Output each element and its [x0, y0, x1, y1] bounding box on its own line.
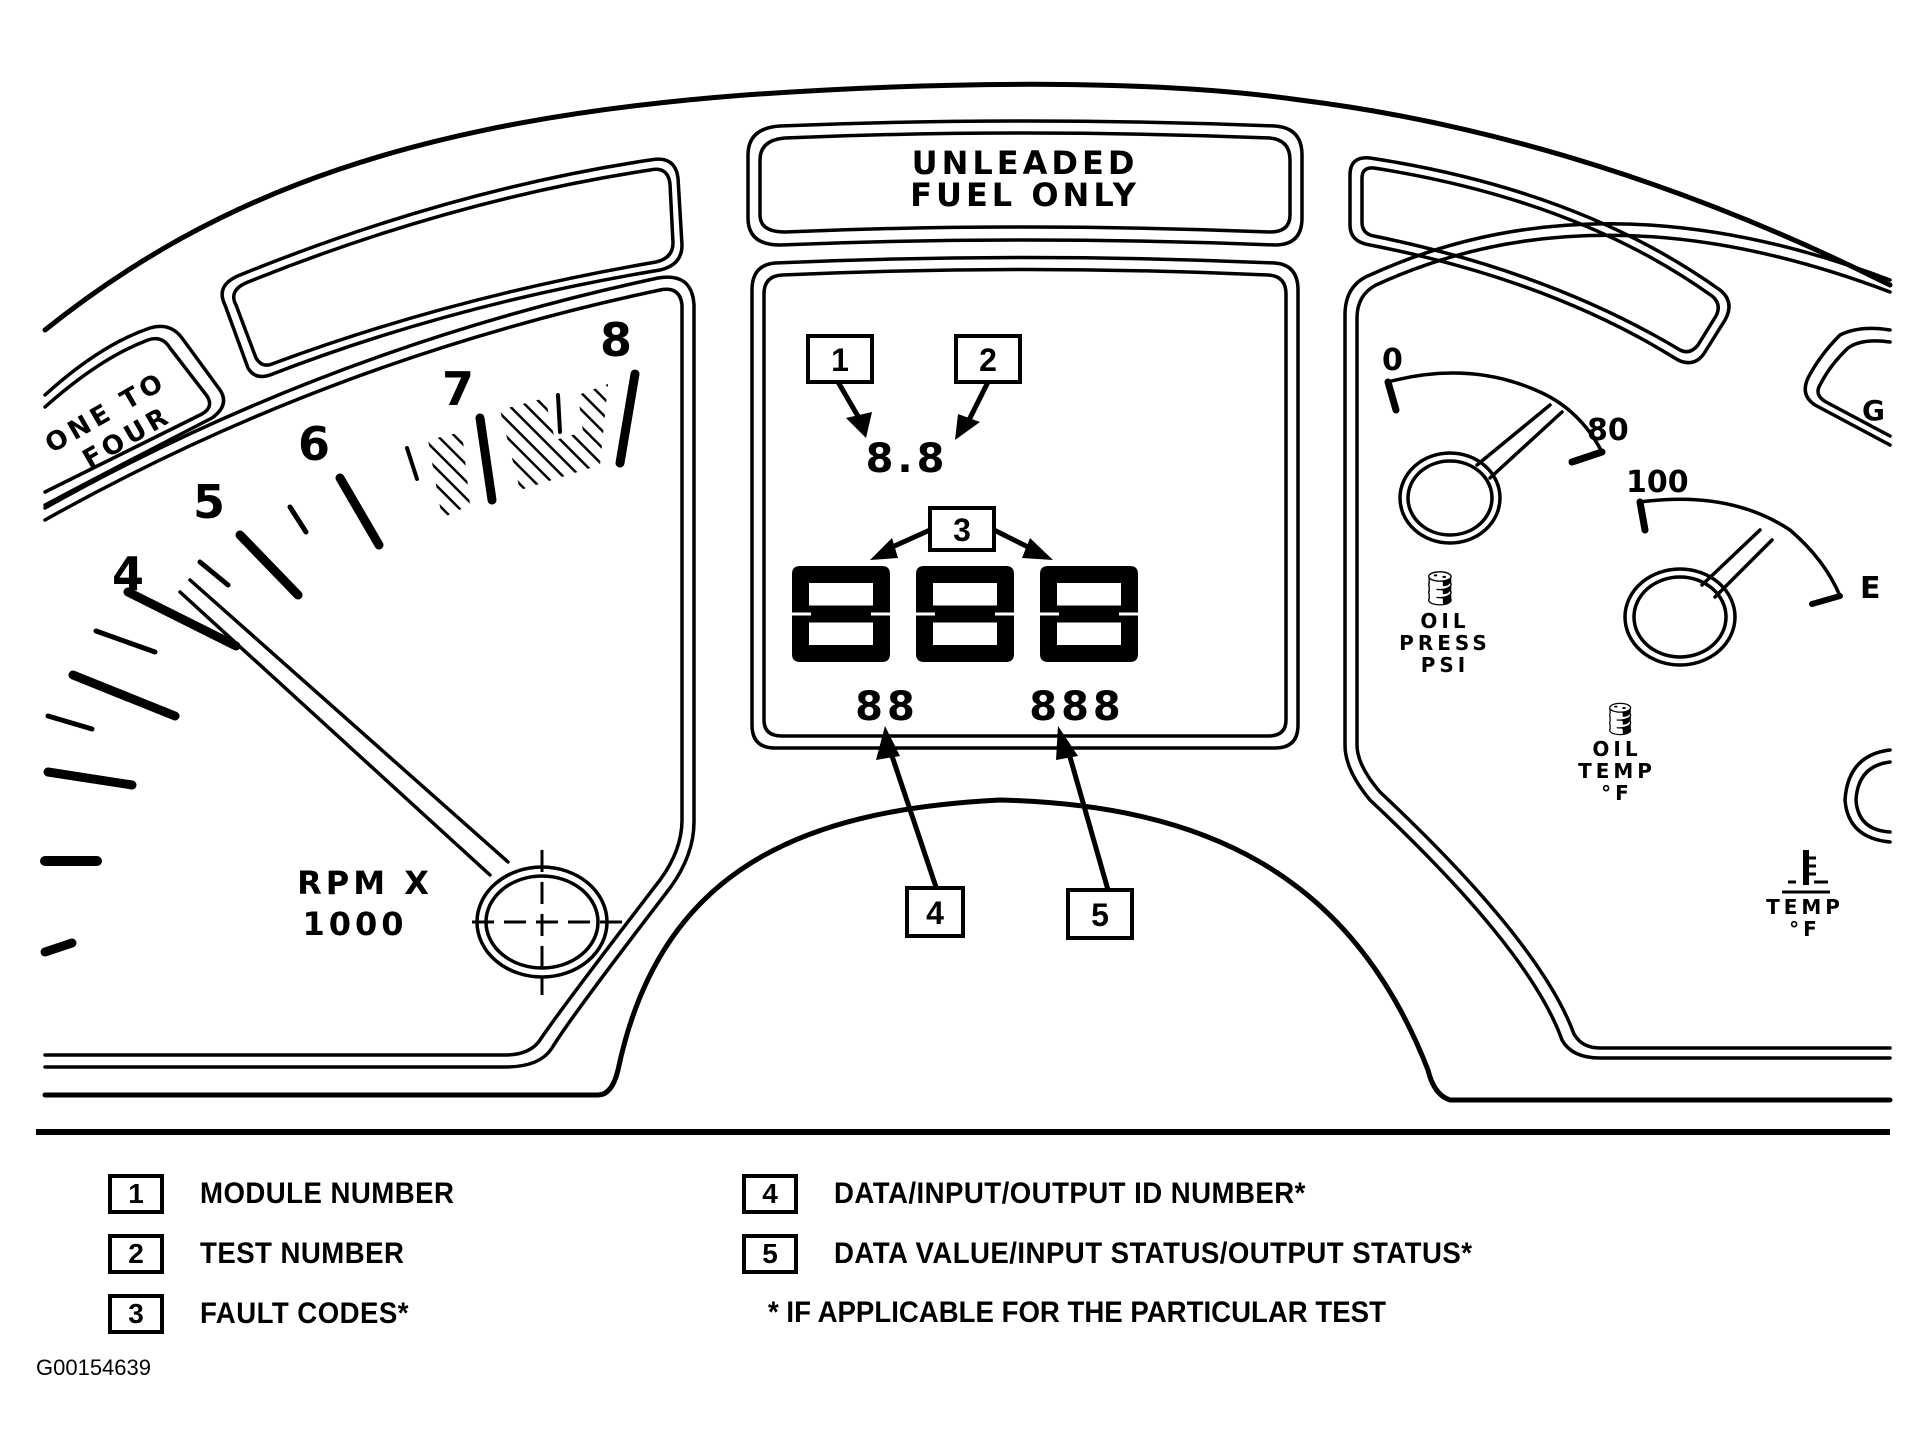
tach-label-5: 5 — [193, 475, 225, 529]
tach-tick — [123, 587, 241, 651]
tach-tick — [40, 938, 77, 957]
oil-press-min-label: 0 — [1382, 343, 1403, 378]
callout-1: 1 — [806, 334, 874, 438]
legend-number-box: 2 — [108, 1234, 164, 1274]
coolant-temp-gauge: TEMP °F — [1766, 748, 1892, 941]
tach-label-8: 8 — [600, 313, 632, 367]
legend-number-box: 1 — [108, 1174, 164, 1214]
legend-item: 2 TEST NUMBER — [108, 1232, 422, 1276]
oil-press-label-line2: PRESS — [1399, 631, 1491, 655]
callout-3: 3 — [870, 506, 1053, 560]
right-gauge-pod-bezel — [1343, 222, 1892, 1060]
legend-item: 5 DATA VALUE/INPUT STATUS/OUTPUT STATUS* — [742, 1232, 1528, 1276]
upper-right-indicator-panel-inner — [1360, 166, 1720, 354]
far-right-indicator-panel — [1803, 326, 1892, 447]
tach-tick — [556, 393, 562, 434]
fault-code-digit — [1040, 566, 1138, 662]
legend-label: TEST NUMBER — [200, 1237, 405, 1270]
oil-can-thermometer-icon: 🛢 — [1600, 700, 1641, 738]
oil-can-icon: 🛢 — [1418, 569, 1461, 609]
tach-redline-zone — [428, 384, 608, 518]
legend-label: FAULT CODES* — [200, 1297, 409, 1330]
oil-temp-gauge: 100 E 🛢 OIL TEMP °F — [1578, 465, 1880, 805]
oil-temp-max-partial-label: E — [1860, 571, 1881, 606]
module-test-readout: 8.8 — [866, 436, 949, 482]
tach-tick — [235, 530, 303, 600]
oil-press-label-line3: PSI — [1421, 653, 1470, 677]
tach-unit-line2: 1000 — [302, 905, 407, 943]
legend-number-box: 4 — [742, 1174, 798, 1214]
callout-4: 4 — [876, 726, 965, 938]
callout-1-number: 1 — [831, 342, 849, 378]
upper-left-indicator-panel-inner — [232, 167, 675, 367]
callout-5: 5 — [1056, 726, 1134, 940]
tach-tick — [287, 504, 309, 535]
tach-tick — [335, 473, 384, 550]
tach-label-7: 7 — [442, 362, 474, 416]
fuel-label-panel: UNLEADED FUEL ONLY — [746, 119, 1304, 247]
legend-item: 4 DATA/INPUT/OUTPUT ID NUMBER* — [742, 1172, 1347, 1216]
coolant-thermometer-icon — [1782, 850, 1830, 894]
tach-tick — [615, 369, 640, 468]
legend-label: DATA/INPUT/OUTPUT ID NUMBER* — [834, 1177, 1306, 1210]
callout-2-number: 2 — [979, 342, 997, 378]
legend-number-box: 3 — [108, 1294, 164, 1334]
oil-temp-label-line3: °F — [1601, 781, 1633, 805]
data-value-readout: 888 — [1029, 684, 1125, 730]
tach-tick — [43, 767, 137, 790]
oil-press-label-line1: OIL — [1420, 609, 1469, 633]
figure-id: G00154639 — [36, 1355, 151, 1380]
legend-item: 1 MODULE NUMBER — [108, 1172, 477, 1216]
tachometer-needle — [178, 578, 622, 995]
data-id-readout: 88 — [855, 684, 919, 730]
callout-3-number: 3 — [953, 512, 971, 548]
tach-tick — [197, 559, 231, 588]
far-right-panel-letter: G — [1862, 394, 1885, 427]
callout-2: 2 — [954, 334, 1022, 440]
fuel-label-line2: FUEL ONLY — [910, 176, 1140, 214]
coolant-temp-label-line1: TEMP — [1766, 895, 1844, 919]
fuel-label-line1: UNLEADED — [912, 144, 1139, 182]
far-right-indicator-panel-inner — [1816, 339, 1892, 438]
oil-temp-label-line2: TEMP — [1578, 759, 1656, 783]
oil-press-max-label: 80 — [1587, 413, 1629, 448]
steering-column-arch — [595, 797, 1893, 1103]
coolant-temp-label-line2: °F — [1789, 917, 1821, 941]
tach-tick — [45, 713, 95, 732]
fault-code-digit — [916, 566, 1014, 662]
tach-tick — [405, 446, 419, 481]
right-gauge-pod-bezel-inner — [1355, 233, 1892, 1050]
fault-code-readout — [792, 566, 1138, 662]
tach-tick — [93, 628, 158, 655]
diagnostic-display-window — [750, 255, 1300, 750]
callout-5-number: 5 — [1091, 897, 1109, 933]
module-test-readout-text: 8.8 — [866, 436, 949, 482]
tach-label-6: 6 — [298, 417, 330, 471]
tach-label-4: 4 — [112, 547, 144, 601]
tach-unit-line1: RPM X — [297, 864, 433, 902]
legend-item: 3 FAULT CODES* — [108, 1292, 427, 1336]
legend-label: DATA VALUE/INPUT STATUS/OUTPUT STATUS* — [834, 1237, 1473, 1270]
tachometer-bezel-inner — [43, 275, 696, 1069]
upper-left-indicator-panel — [220, 157, 684, 379]
oil-temp-label-line1: OIL — [1592, 737, 1641, 761]
tach-tick — [68, 670, 180, 721]
legend-label: MODULE NUMBER — [200, 1177, 455, 1210]
tach-tick — [475, 413, 497, 505]
fault-code-digit — [792, 566, 890, 662]
oil-temp-min-label: 100 — [1626, 465, 1689, 500]
oil-pressure-gauge: 0 80 🛢 OIL PRESS PSI — [1382, 343, 1629, 677]
upper-right-indicator-panel — [1348, 156, 1731, 365]
legend-footnote: * IF APPLICABLE FOR THE PARTICULAR TEST — [768, 1296, 1386, 1329]
tachometer-scale — [40, 369, 640, 957]
tachometer-bezel — [43, 287, 684, 1057]
callout-4-number: 4 — [926, 895, 944, 931]
legend-number-box: 5 — [742, 1234, 798, 1274]
cluster-outer-bezel — [42, 81, 1893, 333]
